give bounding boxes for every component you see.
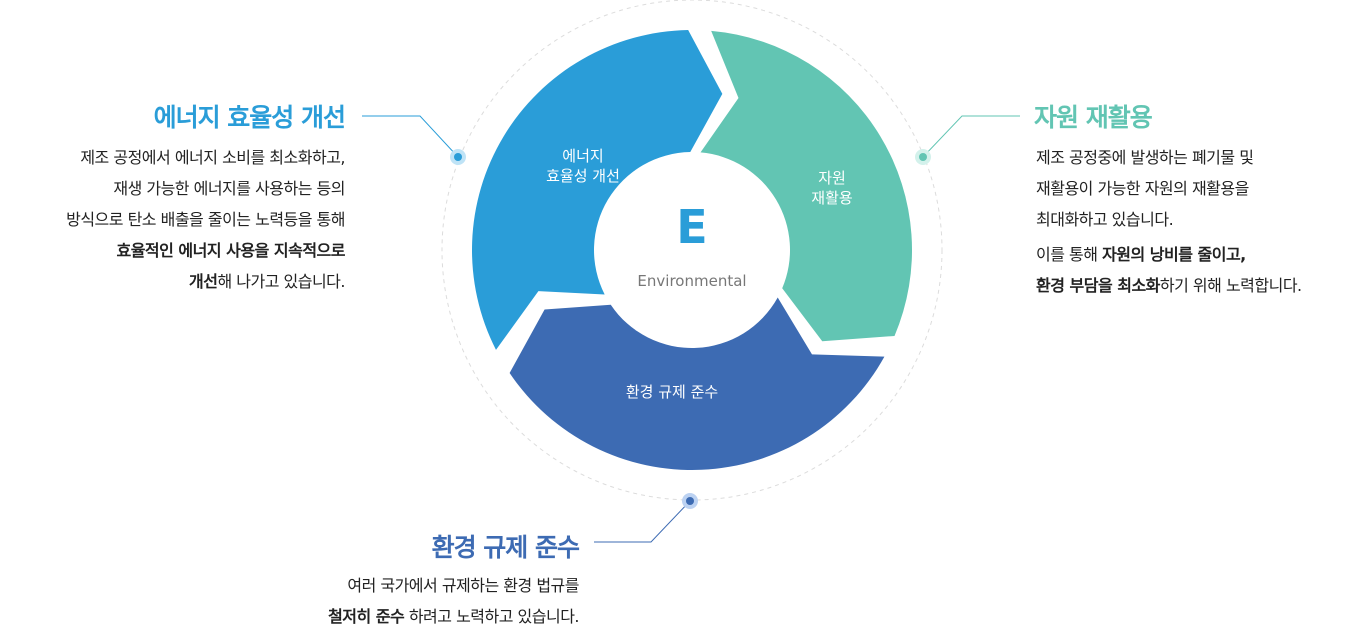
segment-resource-recycling [700, 30, 912, 342]
segment-label-recycle: 자원 재활용 [811, 168, 852, 208]
center-letter: E [676, 200, 708, 254]
desc-line: 제조 공정에서 에너지 소비를 최소화하고, [80, 148, 345, 167]
segment-label-line: 환경 규제 준수 [625, 383, 719, 401]
segment-label-line: 자원 [818, 169, 846, 187]
desc-bold: 개선 [189, 272, 218, 291]
desc-line: 재활용이 가능한 자원의 재활용을 [1036, 179, 1249, 198]
energy-title: 에너지 효율성 개선 [153, 103, 346, 132]
connector-regulation [594, 500, 691, 543]
segment-label-energy: 에너지 효율성 개선 [546, 146, 620, 186]
center-circle [595, 153, 789, 347]
desc-bold: 철저히 준수 [328, 607, 405, 626]
connector-energy [362, 115, 459, 158]
desc-text: 하려고 노력하고 있습니다. [404, 607, 580, 626]
desc-line: 재생 가능한 에너지를 사용하는 등의 [113, 179, 345, 198]
desc-bold: 효율적인 에너지 사용을 지속적으로 [116, 241, 345, 260]
dot-recycle [919, 153, 927, 161]
regulation-description: 여러 국가에서 규제하는 환경 법규를 철저히 준수 하려고 노력하고 있습니다… [328, 570, 579, 632]
energy-description: 제조 공정에서 에너지 소비를 최소화하고, 재생 가능한 에너지를 사용하는 … [66, 142, 345, 297]
desc-line: 제조 공정중에 발생하는 폐기물 및 [1036, 148, 1254, 167]
recycle-description: 제조 공정중에 발생하는 폐기물 및 재활용이 가능한 자원의 재활용을 최대화… [1036, 142, 1302, 301]
desc-bold: 자원의 낭비를 줄이고, [1102, 245, 1246, 264]
regulation-title: 환경 규제 준수 [431, 533, 580, 562]
segment-label-regulation: 환경 규제 준수 [626, 382, 718, 402]
recycle-title: 자원 재활용 [1034, 103, 1153, 132]
segment-label-line: 에너지 [562, 147, 604, 165]
segment-regulation-compliance [509, 297, 885, 470]
desc-line: 여러 국가에서 규제하는 환경 법규를 [347, 576, 579, 595]
dot-energy [454, 153, 462, 161]
desc-text: 해 나가고 있습니다. [217, 272, 345, 291]
desc-line: 최대화하고 있습니다. [1036, 210, 1174, 229]
center-label: Environmental [637, 272, 747, 290]
connector-recycle [922, 115, 1020, 158]
desc-text: 이를 통해 [1036, 245, 1103, 264]
segment-label-line: 재활용 [811, 189, 853, 207]
segment-label-line: 효율성 개선 [546, 167, 620, 185]
segment-energy-efficiency [472, 30, 723, 350]
desc-line: 방식으로 탄소 배출을 줄이는 노력등을 통해 [66, 210, 345, 229]
desc-bold: 환경 부담을 최소화 [1036, 276, 1160, 295]
desc-text: 하기 위해 노력합니다. [1159, 276, 1302, 295]
dot-regulation [686, 497, 694, 505]
